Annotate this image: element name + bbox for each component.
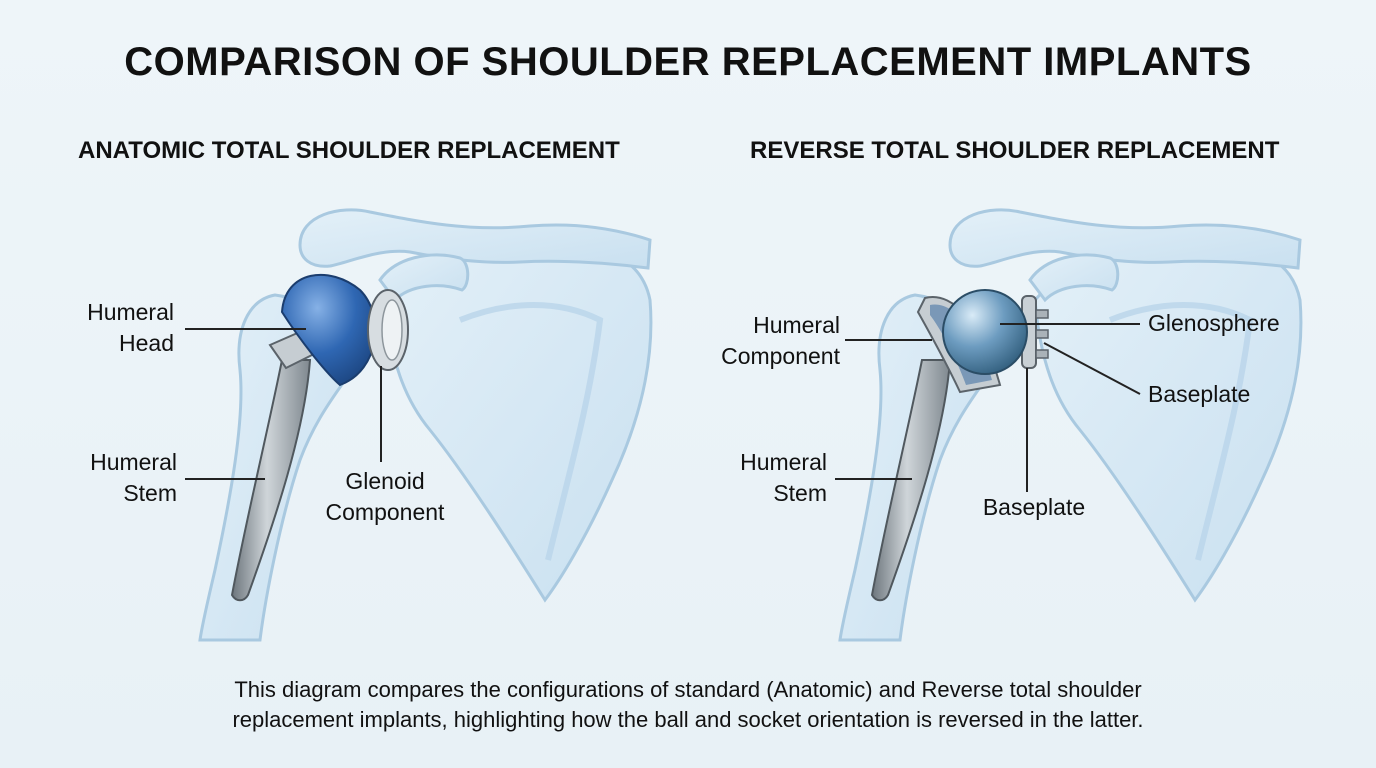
scapula [383,242,653,603]
label-humeral-stem-right: Humeral Stem [740,449,827,506]
label-humeral-component: Humeral Component [721,312,840,369]
reverse-heading: REVERSE TOTAL SHOULDER REPLACEMENT [750,137,1280,164]
reverse-illustration [835,208,1303,642]
label-baseplate-bottom: Baseplate [982,494,1086,520]
label-glenosphere: Glenosphere [1148,310,1280,336]
scapula [1033,242,1303,603]
page-title: COMPARISON OF SHOULDER REPLACEMENT IMPLA… [124,40,1252,84]
humeral-stem-implant [230,359,312,602]
coracoid [378,253,470,303]
coracoid [1028,253,1120,303]
anatomic-illustration [185,208,653,642]
caption: This diagram compares the configurations… [232,677,1144,732]
humeral-stem-implant [870,359,952,602]
label-humeral-stem-left: Humeral Stem [90,449,177,506]
acromion [298,208,652,270]
acromion [948,208,1302,270]
glenosphere-implant [942,289,1028,375]
label-glenoid-component: Glenoid Component [325,468,445,525]
anatomic-heading: ANATOMIC TOTAL SHOULDER REPLACEMENT [78,137,620,164]
label-baseplate-right: Baseplate [1148,381,1251,407]
label-humeral-head: Humeral Head [87,299,174,356]
